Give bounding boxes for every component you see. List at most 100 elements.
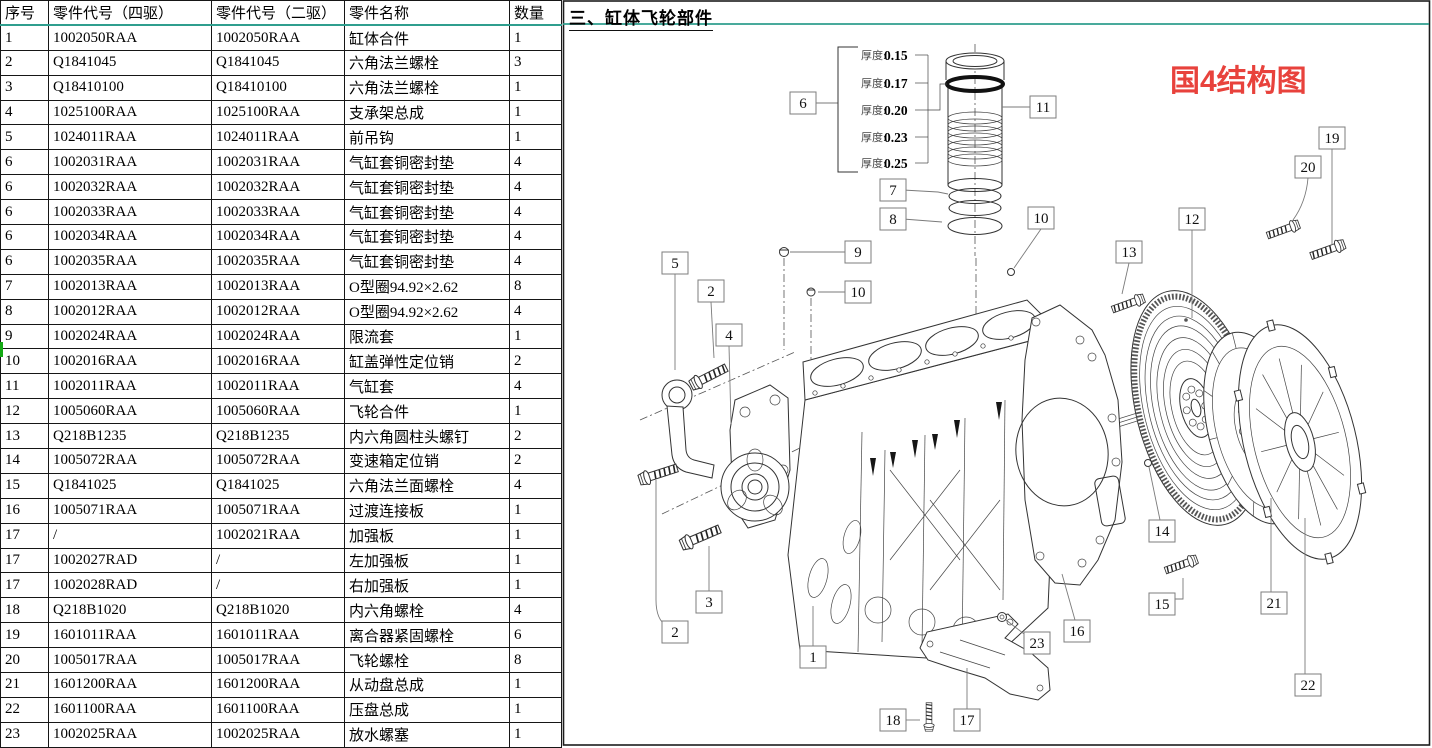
cell: 1002025RAA [211,721,345,748]
cell: Q1841045 [211,49,345,76]
cell: 1002024RAA [211,323,345,350]
cell: 1 [509,672,562,698]
cell: 23 [0,721,49,748]
cell: 7 [0,273,49,300]
cell: 1024011RAA [48,124,212,151]
cell: 1025100RAA [48,99,212,126]
section-title: 三、缸体飞轮部件 [569,4,713,31]
bell-housing-plate [1015,304,1126,586]
cell: 17 [0,572,49,599]
cell: 1 [509,721,562,748]
callout-label: 8 [889,212,897,228]
bolt-2a [687,360,731,393]
cell: 从动盘总成 [344,672,510,698]
cell: 1002035RAA [211,248,345,275]
cell: 1024011RAA [211,124,345,151]
cell: 1002011RAA [48,373,212,400]
cell: 1002034RAA [48,224,212,250]
callout-17: 17 [953,708,981,732]
thickness-value: 0.20 [884,103,908,118]
cell: / [211,547,345,574]
callout-22: 22 [1294,673,1322,697]
cell: 六角法兰螺栓 [344,49,510,76]
cell: 飞轮合件 [344,398,510,425]
header-cell: 零件代号（二驱） [211,0,345,27]
cell: 前吊钩 [344,124,510,151]
callout-label: 2 [671,625,679,641]
cell: 1005017RAA [48,647,212,674]
cell: 变速箱定位销 [344,448,510,474]
thickness-value: 0.23 [884,130,908,145]
cell: Q18410100 [48,74,212,101]
cell: 1002025RAA [48,721,212,748]
cell: 1005060RAA [48,398,212,425]
support-bracket-assembly [720,384,791,529]
cell: 1002050RAA [48,24,212,51]
cell: 6 [0,248,49,275]
callout-label: 18 [886,713,901,729]
cell: 11 [0,373,49,400]
cell: 缸体合件 [344,24,510,51]
cell: 1 [509,398,562,425]
cell: 内六角圆柱头螺钉 [344,423,510,450]
thickness-prefix: 厚度: [861,156,886,170]
callouts: 6 7 8 9 10 11 10 12 13 19 20 5 2 4 3 2 1… [661,91,1346,732]
bolt-20 [1264,217,1302,243]
cell: 1005071RAA [211,497,345,524]
cell: 3 [0,74,49,101]
callout-label: 20 [1301,160,1316,176]
bolt-3 [677,521,724,553]
cell: 6 [509,622,562,649]
pressure-plate [1233,319,1367,565]
callout-label: 10 [1034,211,1049,227]
cell: 1 [509,696,562,723]
cell: 2 [0,49,49,76]
callout-20: 20 [1294,155,1322,179]
cell: 10 [0,348,49,375]
cell: 8 [509,273,562,300]
o-ring-8 [947,217,1003,235]
cell: 1005072RAA [211,448,345,474]
cell: 19 [0,622,49,649]
cell: 内六角螺栓 [344,597,510,624]
cell: 1 [509,74,562,101]
cell: 气缸套 [344,373,510,400]
cell: 气缸套铜密封垫 [344,149,510,176]
cell: O型圈94.92×2.62 [344,298,510,325]
cell: 1002033RAA [48,199,212,226]
cell: 1 [509,522,562,549]
cell: 1601011RAA [211,622,345,649]
cell: 17 [0,522,49,549]
cell: 1002012RAA [211,298,345,325]
bolt-2b [636,460,681,488]
cell: 1005071RAA [48,497,212,524]
drain-plug-23 [997,612,1007,622]
cell: 支承架总成 [344,99,510,126]
callout-label: 16 [1070,624,1086,640]
cell: 1002033RAA [211,199,345,226]
cell: 1002012RAA [48,298,212,325]
cell: 1002028RAD [48,572,212,599]
callout-label: 13 [1122,245,1137,261]
cell: 六角法兰面螺栓 [344,472,510,499]
header-cell: 数量 [509,0,562,27]
callout-label: 1 [809,650,817,666]
cell: 飞轮螺栓 [344,647,510,674]
callout-label: 22 [1301,678,1316,694]
cell: 1601100RAA [211,696,345,723]
cell: 21 [0,672,49,698]
cell: O型圈94.92×2.62 [344,273,510,300]
bolt-19 [1308,237,1348,263]
callout-label: 12 [1185,212,1200,228]
liner-o-ring [945,75,1005,93]
bolt-13 [1109,291,1147,317]
callout-10: 10 [844,280,872,304]
callout-label: 7 [889,183,897,199]
cell: 4 [509,248,562,275]
